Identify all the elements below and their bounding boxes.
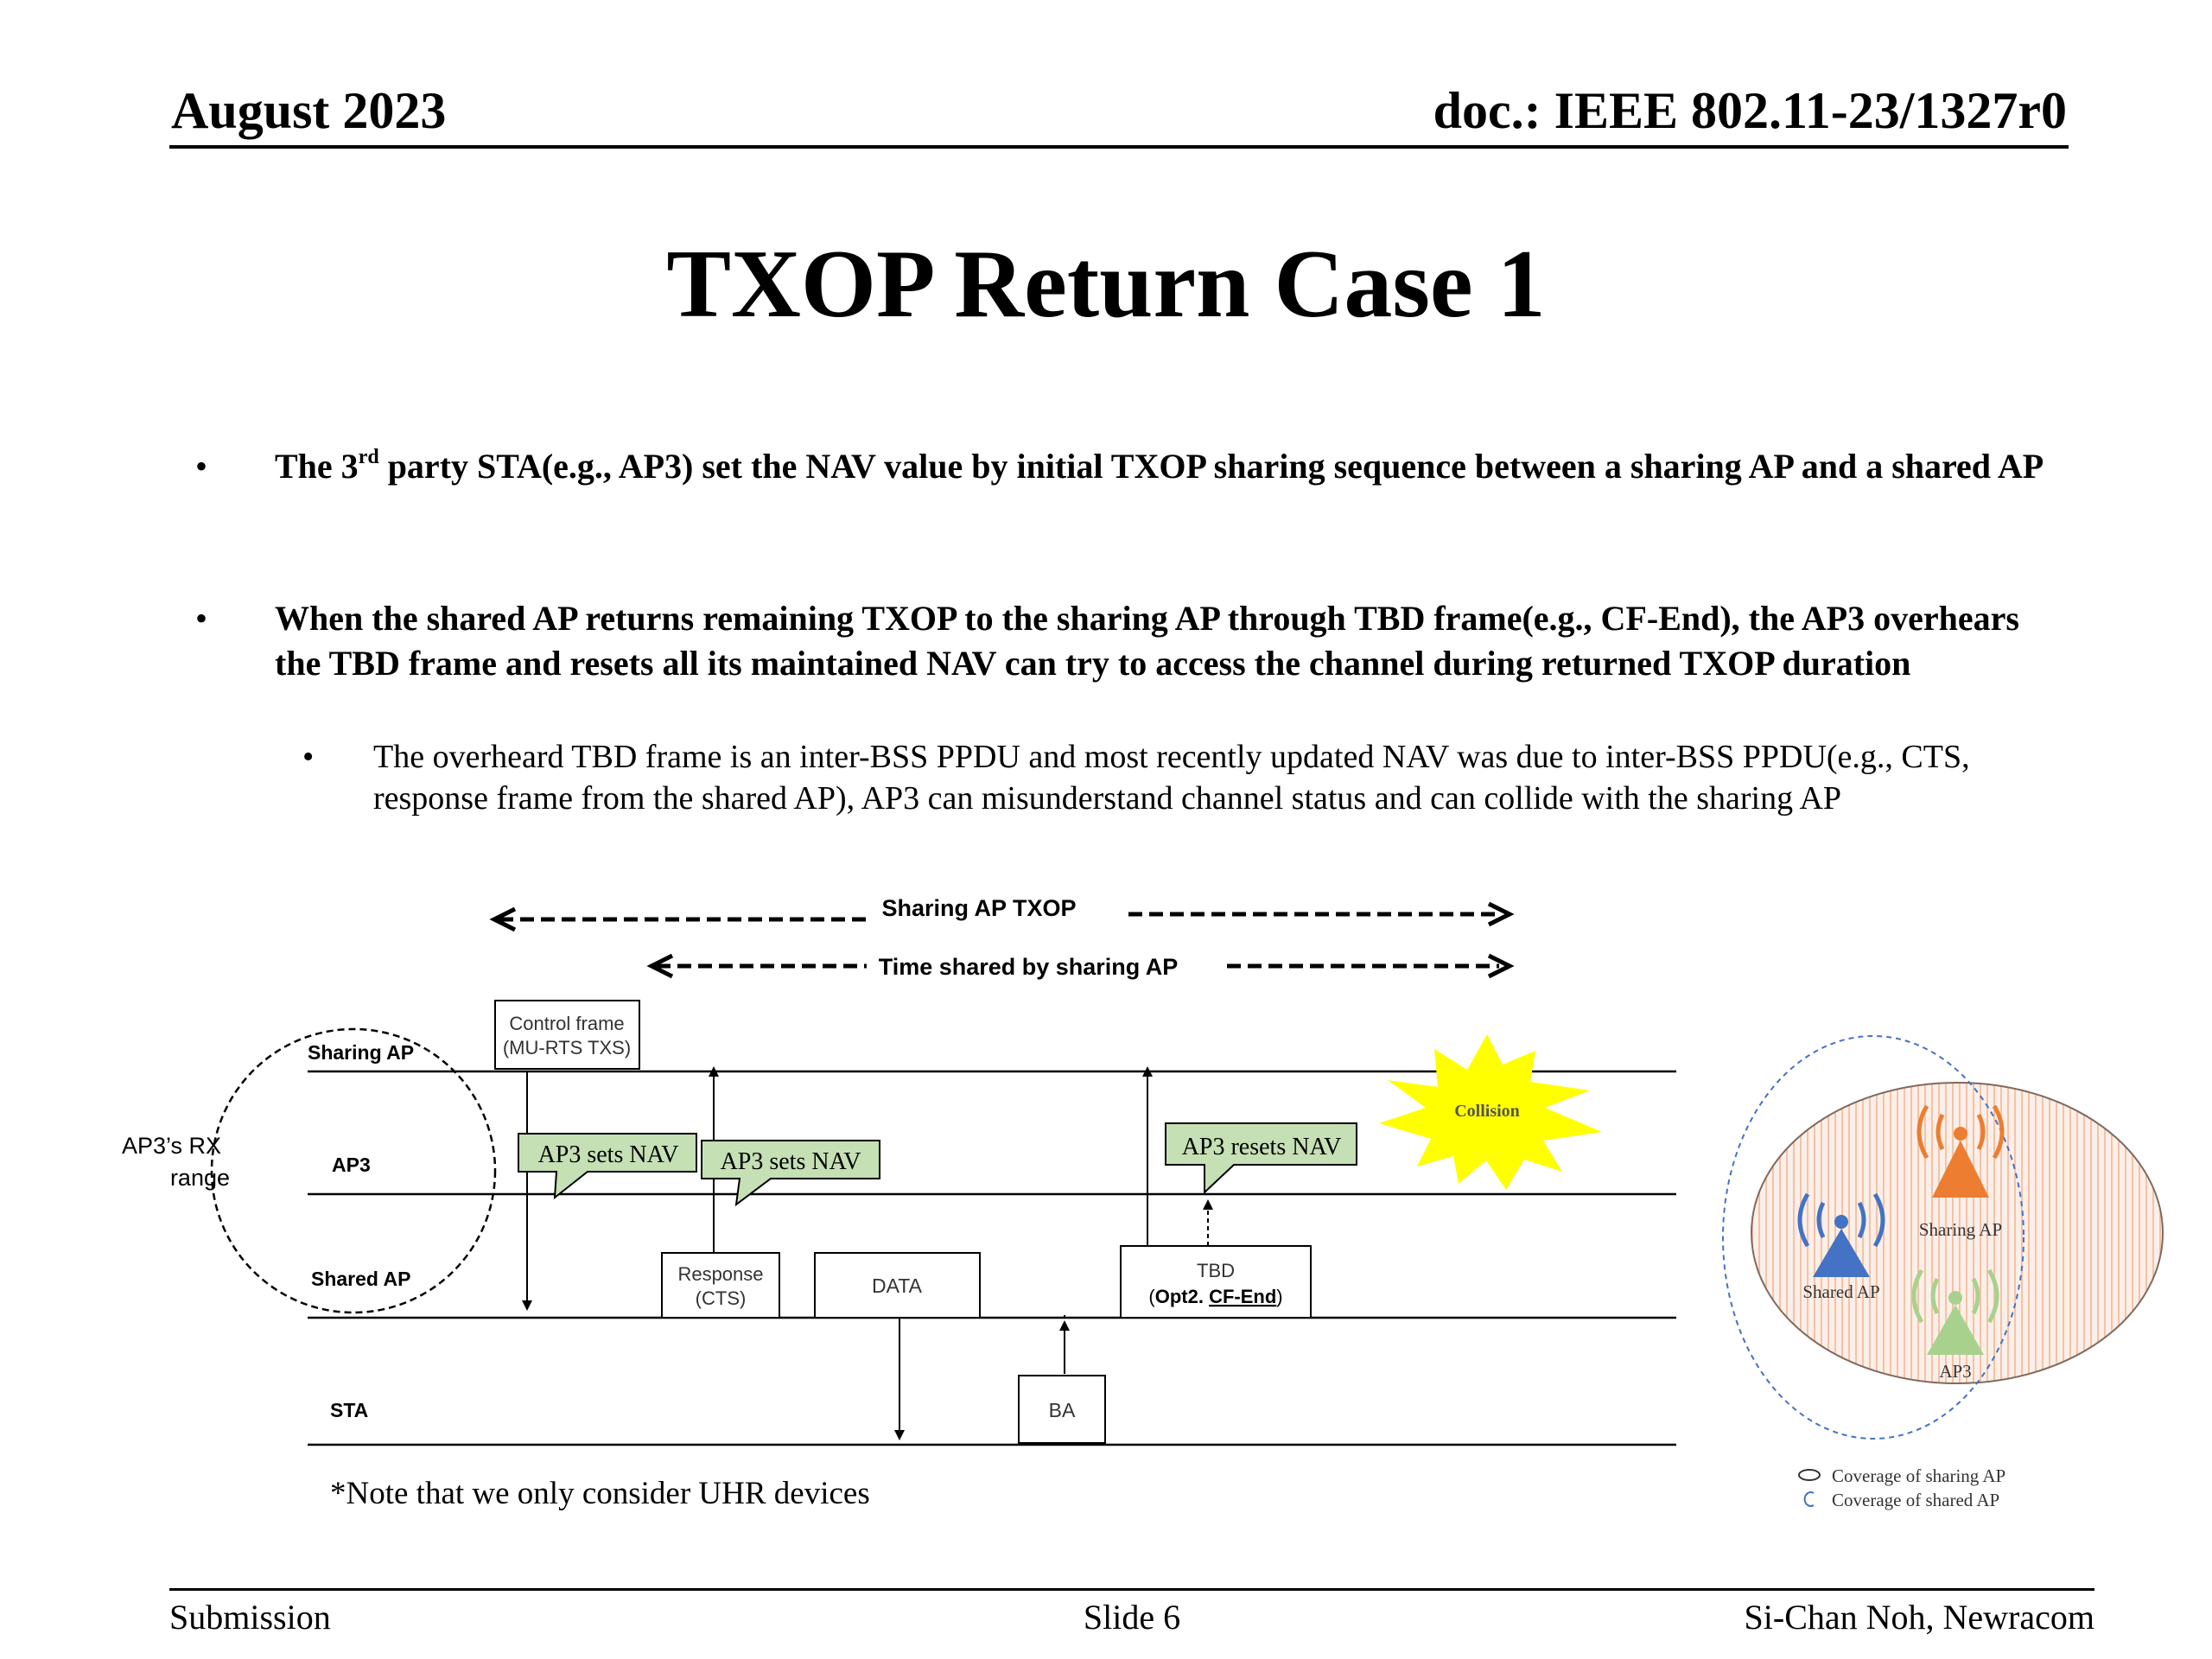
footer-author: Si-Chan Noh, Newracom (1744, 1598, 2094, 1637)
control-frame-box (494, 1000, 640, 1070)
header-date: August 2023 (171, 82, 447, 139)
ba-box (1018, 1375, 1106, 1444)
ap3-icon (1911, 1268, 1999, 1355)
ba-label: BA (1049, 1399, 1076, 1421)
time-shared-label: Time shared by sharing AP (879, 954, 1179, 980)
tbd-box (1120, 1245, 1312, 1319)
time-shared-arrowhead-left (646, 953, 674, 979)
control-frame-label-1: Control frame (509, 1013, 624, 1034)
sub-bullet-1-text: The overheard TBD frame is an inter-BSS … (373, 739, 1970, 817)
tbd-paren-open: ( (1148, 1286, 1155, 1307)
note-uhr: *Note that we only consider UHR devices (330, 1476, 870, 1511)
sharing-ap-coverage (1751, 1082, 2164, 1384)
bullet-2-text: When the shared AP returns remaining TXO… (275, 599, 2019, 683)
response-label-2: (CTS) (696, 1287, 747, 1309)
header-doc-id: doc.: IEEE 802.11-23/1327r0 (1433, 82, 2067, 139)
time-shared-arrowhead-right (1487, 953, 1515, 979)
rx-range-label-2: range (170, 1165, 230, 1191)
callout-ap3-resets-nav: AP3 resets NAV (1182, 1134, 1342, 1160)
callout-ap3-sets-nav-2-bubble (701, 1140, 880, 1207)
footer-rule (169, 1588, 2094, 1591)
ap3-coverage-label: AP3 (1939, 1361, 1971, 1382)
callout-ap3-sets-nav-1-bubble (518, 1133, 697, 1200)
bullet-1-post: party STA(e.g., AP3) set the NAV value b… (378, 447, 2044, 486)
control-frame-label-2: (MU-RTS TXS) (503, 1037, 631, 1058)
row-label-shared-ap: Shared AP (311, 1268, 410, 1290)
sharing-ap-coverage-label: Sharing AP (1919, 1219, 2002, 1240)
legend-shared-label: Coverage of shared AP (1832, 1490, 1999, 1510)
legend-sharing-swatch (1798, 1469, 1821, 1481)
shared-ap-coverage (1722, 1035, 2024, 1440)
callout-ap3-sets-nav-2: AP3 sets NAV (721, 1148, 861, 1175)
header-rule (169, 145, 2069, 149)
response-label-1: Response (677, 1263, 763, 1285)
tbd-paren-close: ) (1276, 1286, 1282, 1307)
callout-ap3-resets-nav-bubble (1165, 1122, 1357, 1195)
ap3-rx-range-circle (210, 1027, 497, 1314)
shared-ap-coverage-label: Shared AP (1802, 1281, 1879, 1302)
row-label-sharing-ap: Sharing AP (308, 1041, 414, 1064)
legend-sharing-label: Coverage of sharing AP (1832, 1465, 2005, 1486)
data-label: DATA (872, 1274, 923, 1297)
data-box (814, 1252, 981, 1319)
response-cts-box (661, 1252, 780, 1319)
row-label-sta: STA (330, 1399, 368, 1421)
sub-bullet-1: • The overheard TBD frame is an inter-BS… (302, 736, 2067, 819)
callout-ap3-sets-nav-1: AP3 sets NAV (538, 1141, 679, 1168)
collision-label: Collision (1454, 1102, 1520, 1121)
bullet-dot: • (195, 447, 208, 486)
shared-ap-icon (1797, 1192, 1885, 1277)
collision-burst (1379, 1034, 1602, 1190)
sharing-txop-label: Sharing AP TXOP (881, 895, 1076, 921)
tbd-opt2: Opt2. (1155, 1286, 1204, 1307)
txop-arrowhead-left (489, 906, 517, 932)
tbd-cf-end: CF-End (1209, 1286, 1276, 1307)
bullet-dot: • (302, 739, 315, 775)
tbd-option-line: (Opt2. CF-End) (1148, 1286, 1282, 1307)
bullet-1-pre: The 3 (275, 447, 359, 486)
slide-title: TXOP Return Case 1 (666, 231, 1546, 338)
txop-arrowhead-right (1487, 901, 1515, 927)
rx-range-label-1: AP3’s RX (122, 1133, 221, 1159)
bullet-1-sup: rd (358, 446, 379, 469)
row-label-ap3: AP3 (332, 1154, 371, 1176)
footer-slide-number: Slide 6 (1083, 1598, 1181, 1637)
tbd-label: TBD (1197, 1260, 1235, 1281)
bullet-dot: • (195, 599, 208, 638)
footer-submission: Submission (169, 1598, 331, 1637)
bullet-2: • When the shared AP returns remaining T… (195, 596, 2072, 686)
sharing-ap-icon (1916, 1104, 2005, 1198)
bullet-1: • The 3rd party STA(e.g., AP3) set the N… (195, 444, 2072, 489)
legend-shared-swatch (1803, 1491, 1815, 1507)
